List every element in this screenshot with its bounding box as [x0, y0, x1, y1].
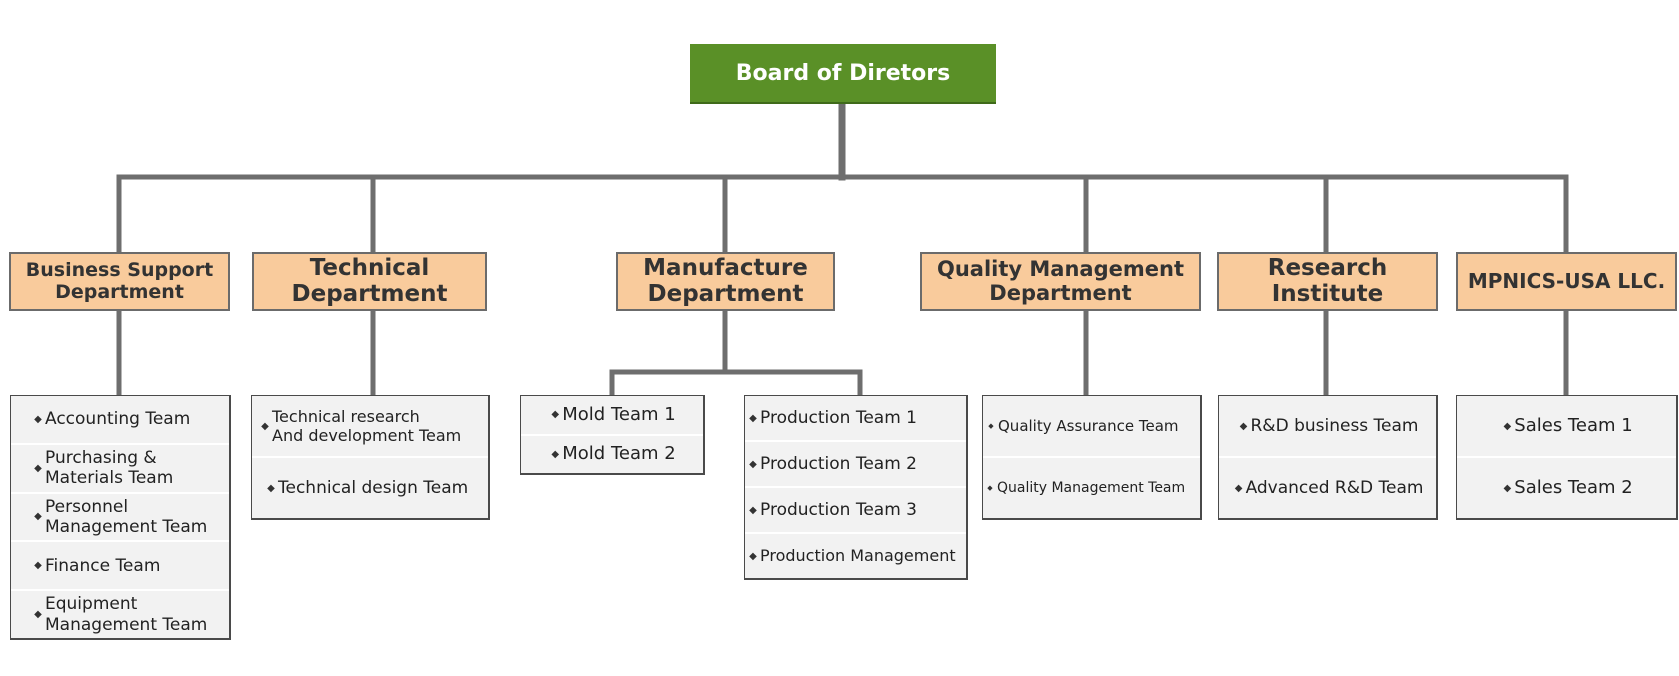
teams-quality-management: ◆ Quality Assurance Team ◆ Quality Manag… [982, 395, 1202, 520]
team-item: ◆ Accounting Team [11, 396, 229, 445]
diamond-bullet-icon: ◆ [749, 458, 757, 470]
teams-manufacture-mold: ◆ Mold Team 1 ◆ Mold Team 2 [520, 395, 705, 475]
dept-title: Business Support [25, 259, 214, 282]
diamond-bullet-icon: ◆ [1503, 482, 1512, 494]
team-label: Technical design Team [278, 477, 469, 498]
diamond-bullet-icon: ◆ [749, 504, 757, 516]
root-label: Board of Diretors [735, 60, 951, 86]
diamond-bullet-icon: ◆ [1503, 420, 1512, 432]
team-item: ◆ R&D business Team [1219, 396, 1436, 458]
team-item: ◆ Technical design Team [252, 458, 488, 518]
dept-manufacture: Manufacture Department [616, 252, 835, 311]
team-label: Sales Team 2 [1514, 477, 1633, 499]
diamond-bullet-icon: ◆ [34, 413, 42, 425]
team-label: Equipment [45, 594, 138, 615]
team-item: ◆ Production Team 1 [745, 396, 966, 442]
dept-title: MPNICS-USA LLC. [1467, 269, 1666, 294]
diamond-bullet-icon: ◆ [34, 560, 42, 572]
team-label: Finance Team [45, 555, 161, 576]
team-label: Technical research [272, 406, 420, 426]
team-label: Production Management [760, 546, 956, 566]
team-label: Mold Team 1 [562, 403, 676, 425]
dept-research-institute: Research Institute [1217, 252, 1438, 311]
diamond-bullet-icon: ◆ [267, 482, 275, 494]
diamond-bullet-icon: ◆ [749, 550, 757, 562]
dept-technical: Technical Department [252, 252, 487, 311]
team-item: ◆ Finance Team [11, 542, 229, 592]
diamond-bullet-icon: ◆ [988, 422, 994, 430]
team-label: And development Team [272, 426, 462, 445]
diamond-bullet-icon: ◆ [34, 511, 42, 523]
diamond-bullet-icon: ◆ [749, 412, 757, 424]
diamond-bullet-icon: ◆ [34, 462, 42, 474]
team-item: ◆ Advanced R&D Team [1219, 458, 1436, 518]
team-label: Production Team 1 [760, 407, 918, 428]
dept-quality-management: Quality Management Department [920, 252, 1201, 311]
diamond-bullet-icon: ◆ [551, 448, 560, 460]
teams-mpnics-usa: ◆ Sales Team 1 ◆ Sales Team 2 [1456, 395, 1678, 520]
team-label: Production Team 3 [760, 499, 918, 520]
diamond-bullet-icon: ◆ [551, 409, 560, 421]
team-label: R&D business Team [1250, 415, 1419, 436]
team-label: Sales Team 1 [1514, 415, 1633, 437]
team-label: Management Team [45, 516, 208, 537]
team-item: ◆ Mold Team 2 [521, 436, 703, 474]
team-label: Mold Team 2 [562, 443, 676, 465]
dept-title: Technical [309, 254, 430, 281]
team-item: ◆ Production Team 2 [745, 442, 966, 488]
team-label: Quality Management Team [997, 479, 1186, 496]
team-label: Personnel [45, 496, 129, 517]
diamond-bullet-icon: ◆ [1234, 482, 1243, 494]
teams-research-institute: ◆ R&D business Team ◆ Advanced R&D Team [1218, 395, 1438, 520]
team-label: Advanced R&D Team [1245, 477, 1424, 498]
team-item: ◆ Production Management [745, 534, 966, 578]
dept-title: Department [989, 280, 1132, 305]
team-item: ◆ Sales Team 2 [1457, 458, 1676, 518]
dept-title: Institute [1271, 280, 1384, 307]
team-label: Production Team 2 [760, 453, 918, 474]
dept-title: Manufacture [643, 254, 808, 281]
teams-manufacture-production: ◆ Production Team 1 ◆ Production Team 2 … [744, 395, 968, 580]
team-item: ◆ Production Team 3 [745, 488, 966, 534]
team-label: Accounting Team [45, 409, 191, 430]
dept-title: Department [55, 280, 184, 303]
dept-mpnics-usa: MPNICS-USA LLC. [1456, 252, 1677, 311]
dept-title: Research [1267, 254, 1388, 281]
dept-title: Department [647, 280, 804, 307]
diamond-bullet-icon: ◆ [34, 609, 42, 621]
team-label: Materials Team [45, 468, 174, 489]
diamond-bullet-icon: ◆ [987, 484, 993, 492]
team-item: ◆ Quality Assurance Team [983, 396, 1200, 458]
dept-title: Quality Management [937, 256, 1184, 281]
teams-business-support: ◆ Accounting Team ◆ Purchasing &Material… [10, 395, 231, 640]
team-label: Purchasing & [45, 447, 157, 468]
team-item: ◆ Quality Management Team [983, 458, 1200, 518]
dept-title: Department [291, 280, 448, 307]
dept-business-support: Business Support Department [9, 252, 230, 311]
team-label: Quality Assurance Team [998, 417, 1179, 435]
team-label: Management Team [45, 614, 208, 635]
team-item: ◆ Sales Team 1 [1457, 396, 1676, 458]
team-item: ◆ Mold Team 1 [521, 396, 703, 436]
board-of-directors-node: Board of Diretors [690, 44, 996, 104]
diamond-bullet-icon: ◆ [261, 420, 269, 432]
team-item: ◆ Purchasing &Materials Team [11, 445, 229, 494]
diamond-bullet-icon: ◆ [1239, 420, 1248, 432]
